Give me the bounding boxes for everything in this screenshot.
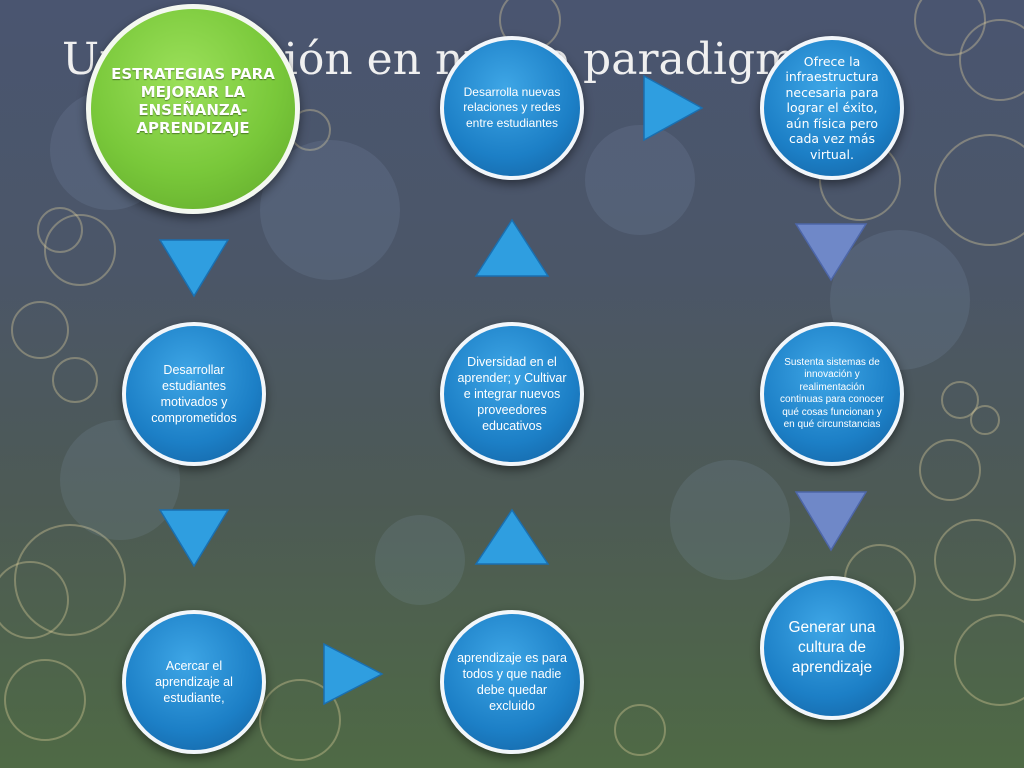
arrow-up-icon: [474, 218, 550, 277]
arrow-down-icon: [794, 223, 868, 282]
node-new-relations[interactable]: Desarrolla nuevas relaciones y redes ent…: [440, 36, 584, 180]
arrow-down-icon: [794, 491, 868, 552]
node-motivated-students-label: Desarrollar estudiantes motivados y comp…: [151, 363, 237, 425]
node-motivated-students[interactable]: Desarrollar estudiantes motivados y comp…: [122, 322, 266, 466]
node-infrastructure[interactable]: Ofrece la infraestructura necesaria para…: [760, 36, 904, 180]
node-learning-culture[interactable]: Generar una cultura de aprendizaje: [760, 576, 904, 720]
node-diversity-label: Diversidad en el aprender; y Cultivar e …: [457, 355, 567, 433]
arrow-up-icon: [474, 508, 550, 565]
node-learning-for-all[interactable]: aprendizaje es para todos y que nadie de…: [440, 610, 584, 754]
arrow-right-icon: [643, 74, 704, 142]
node-learning-culture-label: Generar una cultura de aprendizaje: [788, 619, 876, 676]
arrow-right-icon: [323, 642, 384, 706]
node-learning-for-all-label: aprendizaje es para todos y que nadie de…: [457, 651, 567, 713]
node-new-relations-label: Desarrolla nuevas relaciones y redes ent…: [463, 84, 561, 130]
node-diversity[interactable]: Diversidad en el aprender; y Cultivar e …: [440, 322, 584, 466]
main-strategy-node[interactable]: ESTRATEGIAS PARA MEJORAR LA ENSEÑANZA-AP…: [86, 4, 300, 214]
arrow-down-icon: [158, 239, 230, 298]
main-strategy-label: ESTRATEGIAS PARA MEJORAR LA ENSEÑANZA-AP…: [111, 65, 275, 137]
node-infrastructure-label: Ofrece la infraestructura necesaria para…: [785, 53, 879, 162]
node-closer-learning[interactable]: Acercar el aprendizaje al estudiante,: [122, 610, 266, 754]
arrow-down-icon: [158, 509, 230, 568]
node-innovation[interactable]: Sustenta sistemas de innovación y realim…: [760, 322, 904, 466]
node-closer-learning-label: Acercar el aprendizaje al estudiante,: [155, 659, 233, 705]
node-innovation-label: Sustenta sistemas de innovación y realim…: [780, 356, 884, 431]
